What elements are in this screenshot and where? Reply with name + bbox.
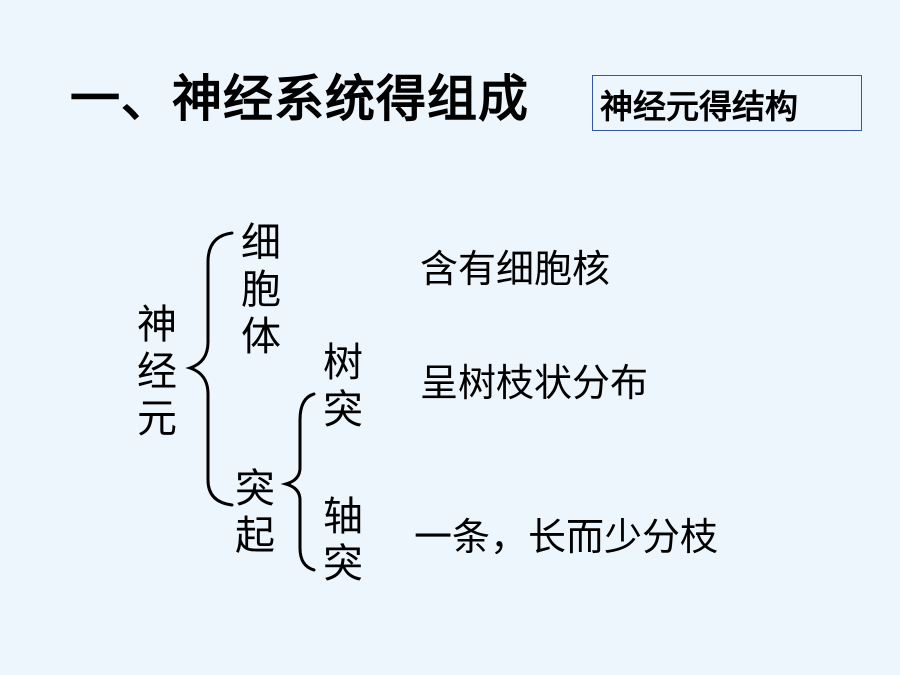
structure-label-box [592, 75, 862, 131]
dendrite-label: 树突 [323, 340, 363, 434]
axon-description: 一条，长而少分枝 [414, 515, 719, 559]
structure-label: 神经元得结构 [600, 87, 798, 126]
axon-label: 轴突 [323, 494, 363, 588]
cell-body-label: 细胞体 [241, 220, 281, 361]
root-neuron-label: 神经元 [137, 302, 177, 443]
cell-body-description: 含有细胞核 [420, 247, 611, 291]
process-brace [280, 392, 316, 572]
root-brace [185, 231, 234, 507]
dendrite-description: 呈树枝状分布 [420, 361, 649, 405]
slide-title: 一、神经系统得组成 [70, 70, 529, 128]
process-label: 突起 [235, 466, 275, 560]
